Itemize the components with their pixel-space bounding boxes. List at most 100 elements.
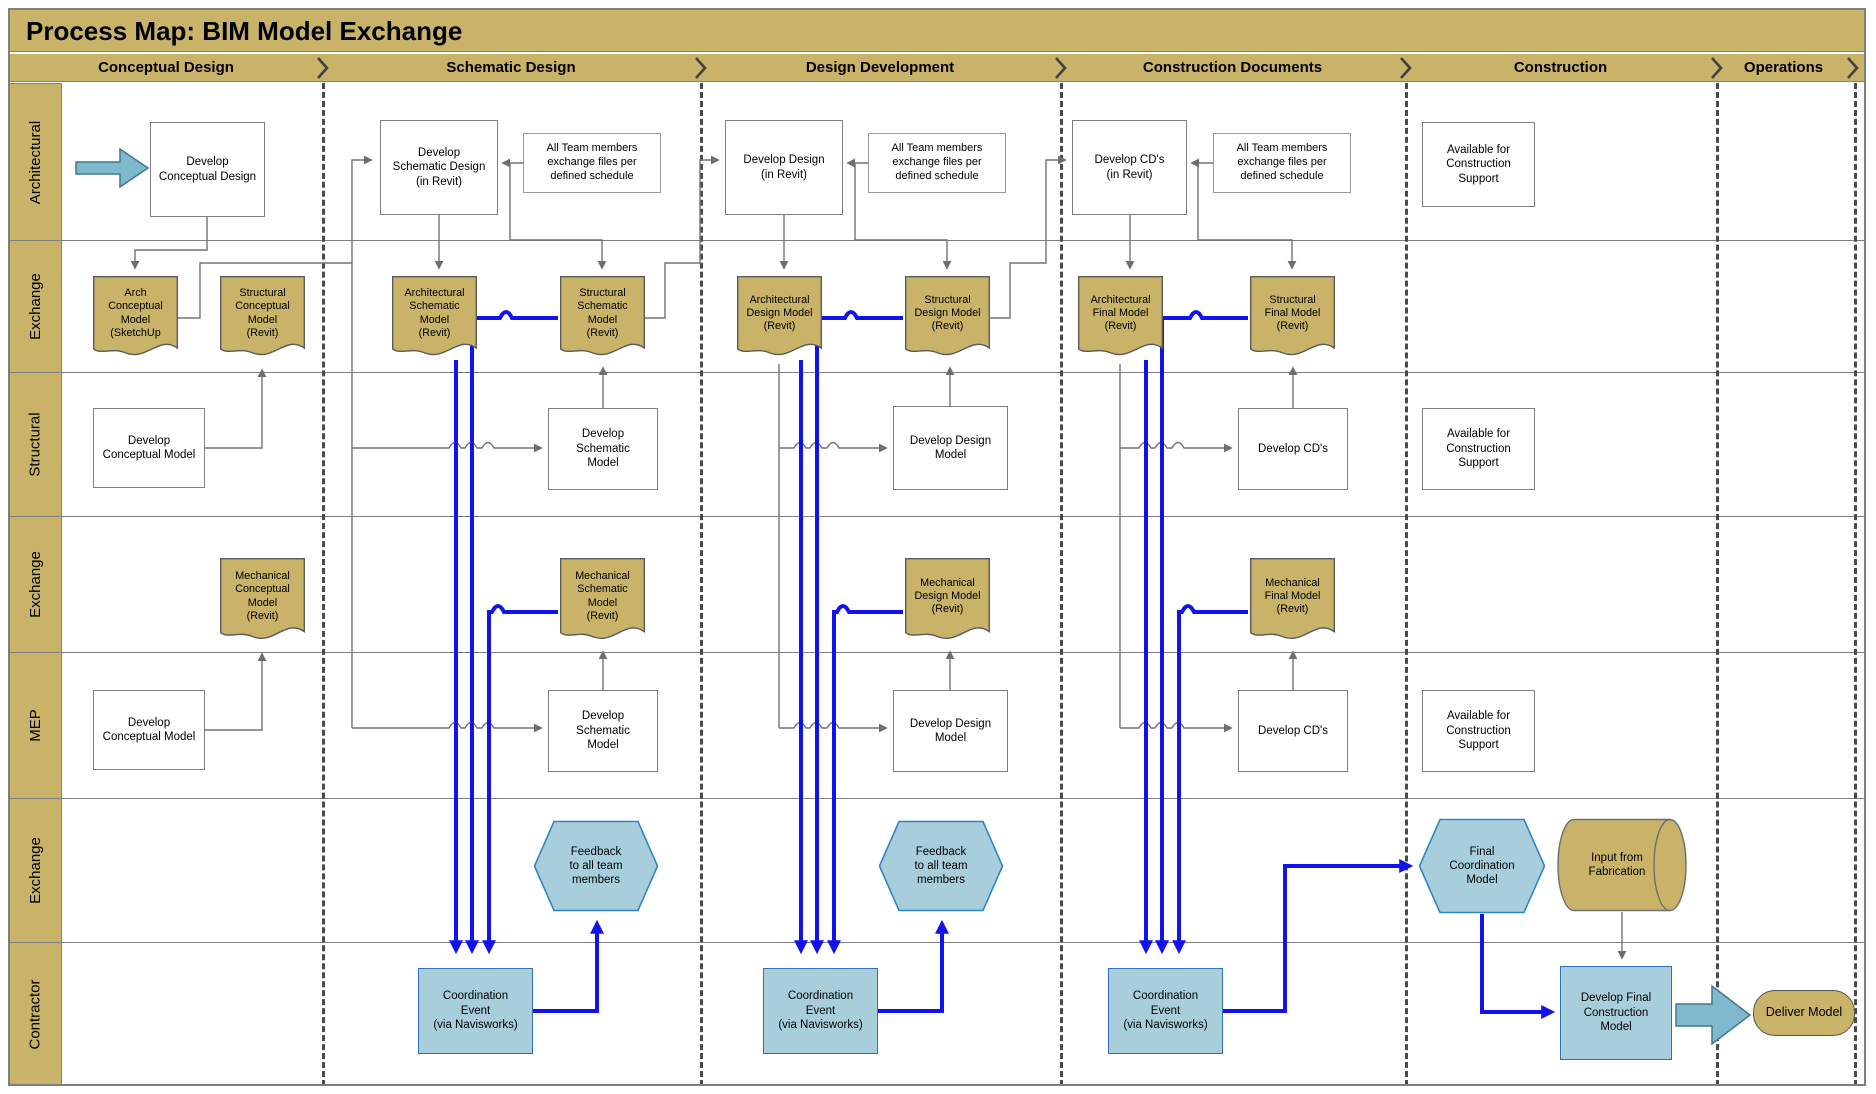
process-develop-cds-mep: Develop CD's	[1238, 690, 1348, 772]
outer-frame	[8, 8, 1866, 1086]
cylinder-label: Input from Fabrication	[1588, 851, 1646, 878]
event-coordination-c4: Coordination Event (via Navisworks)	[1108, 968, 1223, 1054]
phase-divider-dashed	[322, 83, 325, 1086]
document-shape	[560, 558, 645, 640]
doc-mechanical-schematic-model: Mechanical Schematic Model (Revit)	[560, 558, 645, 648]
doc-label: Architectural Schematic Model (Revit)	[404, 287, 465, 339]
process-develop-design-model-structural: Develop Design Model	[893, 406, 1008, 490]
chevron-icon	[1399, 57, 1412, 84]
chevron-icon	[1054, 57, 1067, 84]
hexagon-feedback-c3: Feedback to all team members	[878, 820, 1004, 912]
phase-divider-dashed	[1405, 83, 1408, 1086]
process-develop-cds-structural: Develop CD's	[1238, 408, 1348, 490]
document-shape	[905, 276, 990, 356]
chevron-icon	[694, 57, 707, 84]
doc-arch-conceptual-model: Arch Conceptual Model (SketchUp	[93, 276, 178, 364]
doc-structural-design-model: Structural Design Model (Revit)	[905, 276, 990, 364]
doc-architectural-final-model: Architectural Final Model (Revit)	[1078, 276, 1163, 364]
doc-structural-final-model: Structural Final Model (Revit)	[1250, 276, 1335, 364]
phase-divider-dashed	[700, 83, 703, 1086]
doc-label: Arch Conceptual Model (SketchUp	[108, 287, 163, 339]
process-develop-schematic-design: Develop Schematic Design (in Revit)	[380, 120, 498, 215]
lane-exchange-1: Exchange	[10, 240, 62, 372]
event-coordination-c2: Coordination Event (via Navisworks)	[418, 968, 533, 1054]
process-develop-conceptual-design: Develop Conceptual Design	[150, 122, 265, 217]
process-develop-design: Develop Design (in Revit)	[725, 120, 843, 215]
phase-divider-dashed	[1716, 83, 1719, 1086]
process-develop-schematic-model-mep: Develop Schematic Model	[548, 690, 658, 772]
hexagon-feedback-c2: Feedback to all team members	[533, 820, 659, 912]
lane-contractor: Contractor	[10, 942, 62, 1086]
terminator-deliver-model: Deliver Model	[1753, 990, 1855, 1036]
hexagon-shape	[878, 820, 1004, 912]
doc-mechanical-design-model: Mechanical Design Model (Revit)	[905, 558, 990, 648]
doc-label: Mechanical Final Model (Revit)	[1264, 576, 1321, 616]
phase-design-development: Design Development	[805, 59, 955, 76]
lane-structural: Structural	[10, 372, 62, 516]
document-shape	[93, 276, 178, 356]
lane-divider	[62, 372, 1866, 373]
cylinder-shape	[1557, 818, 1687, 912]
document-shape	[1078, 276, 1163, 356]
doc-label: Structural Final Model (Revit)	[1264, 293, 1321, 333]
lane-divider	[62, 798, 1866, 799]
doc-architectural-schematic-model: Architectural Schematic Model (Revit)	[392, 276, 477, 364]
hexagon-shape	[533, 820, 659, 912]
document-shape	[560, 276, 645, 356]
doc-label: Mechanical Design Model (Revit)	[914, 576, 981, 616]
event-coordination-c3: Coordination Event (via Navisworks)	[763, 968, 878, 1054]
process-develop-conceptual-model-mep: Develop Conceptual Model	[93, 690, 205, 770]
doc-label: Structural Design Model (Revit)	[914, 293, 981, 333]
phase-operations: Operations	[1743, 59, 1824, 76]
lane-divider	[62, 942, 1866, 943]
process-develop-schematic-model-structural: Develop Schematic Model	[548, 408, 658, 490]
doc-label: Mechanical Schematic Model (Revit)	[575, 570, 630, 622]
phase-construction-documents: Construction Documents	[1142, 59, 1323, 76]
lane-divider	[62, 516, 1866, 517]
lane-architectural: Architectural	[10, 83, 62, 240]
chevron-icon	[1710, 57, 1723, 84]
document-shape	[220, 558, 305, 640]
hexagon-label: Feedback to all team members	[569, 845, 623, 886]
doc-label: Mechanical Conceptual Model (Revit)	[235, 570, 290, 622]
document-shape	[737, 276, 822, 356]
document-shape	[392, 276, 477, 356]
process-available-construction-support-arch: Available for Construction Support	[1422, 122, 1535, 207]
lane-divider	[62, 240, 1866, 241]
doc-mechanical-conceptual-model: Mechanical Conceptual Model (Revit)	[220, 558, 305, 648]
hexagon-final-coordination-model: Final Coordination Model	[1418, 818, 1546, 914]
page-title: Process Map: BIM Model Exchange	[10, 10, 1866, 52]
doc-label: Architectural Final Model (Revit)	[1090, 293, 1151, 333]
hexagon-label: Final Coordination Model	[1449, 845, 1515, 886]
phase-divider-dashed	[1060, 83, 1063, 1086]
phase-construction: Construction	[1513, 59, 1608, 76]
doc-mechanical-final-model: Mechanical Final Model (Revit)	[1250, 558, 1335, 648]
document-shape	[220, 276, 305, 356]
phase-schematic-design: Schematic Design	[446, 59, 576, 76]
doc-label: Architectural Design Model (Revit)	[746, 293, 813, 333]
process-develop-final-construction-model: Develop Final Construction Model	[1560, 966, 1672, 1060]
lane-exchange-2: Exchange	[10, 516, 62, 652]
process-available-construction-support-structural: Available for Construction Support	[1422, 408, 1535, 490]
hexagon-label: Feedback to all team members	[914, 845, 968, 886]
doc-label: Structural Schematic Model (Revit)	[577, 287, 628, 339]
note-all-team-exchange-c4: All Team members exchange files per defi…	[1213, 133, 1351, 193]
cylinder-input-from-fabrication: Input from Fabrication	[1556, 818, 1688, 912]
document-shape	[905, 558, 990, 640]
doc-structural-conceptual-model: Structural Conceptual Model (Revit)	[220, 276, 305, 364]
document-shape	[1250, 276, 1335, 356]
process-available-construction-support-mep: Available for Construction Support	[1422, 690, 1535, 772]
phase-conceptual-design: Conceptual Design	[98, 59, 234, 76]
document-shape	[1250, 558, 1335, 640]
process-develop-design-model-mep: Develop Design Model	[893, 690, 1008, 772]
chevron-icon	[316, 57, 329, 84]
phase-divider-dashed	[1854, 83, 1857, 1086]
hexagon-shape	[1418, 818, 1546, 914]
process-develop-cds: Develop CD's (in Revit)	[1072, 120, 1187, 215]
doc-structural-schematic-model: Structural Schematic Model (Revit)	[560, 276, 645, 364]
chevron-icon	[1846, 57, 1859, 84]
doc-architectural-design-model: Architectural Design Model (Revit)	[737, 276, 822, 364]
doc-label: Structural Conceptual Model (Revit)	[235, 287, 290, 339]
lane-mep: MEP	[10, 652, 62, 798]
